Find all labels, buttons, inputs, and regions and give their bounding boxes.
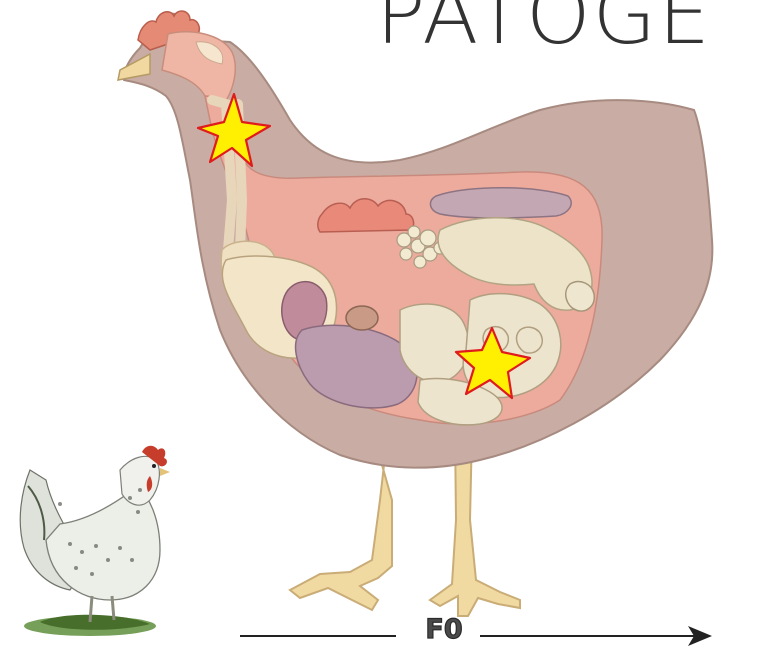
generation-label: F0 bbox=[418, 610, 470, 650]
heading-text: PATOGE bbox=[376, 0, 758, 62]
